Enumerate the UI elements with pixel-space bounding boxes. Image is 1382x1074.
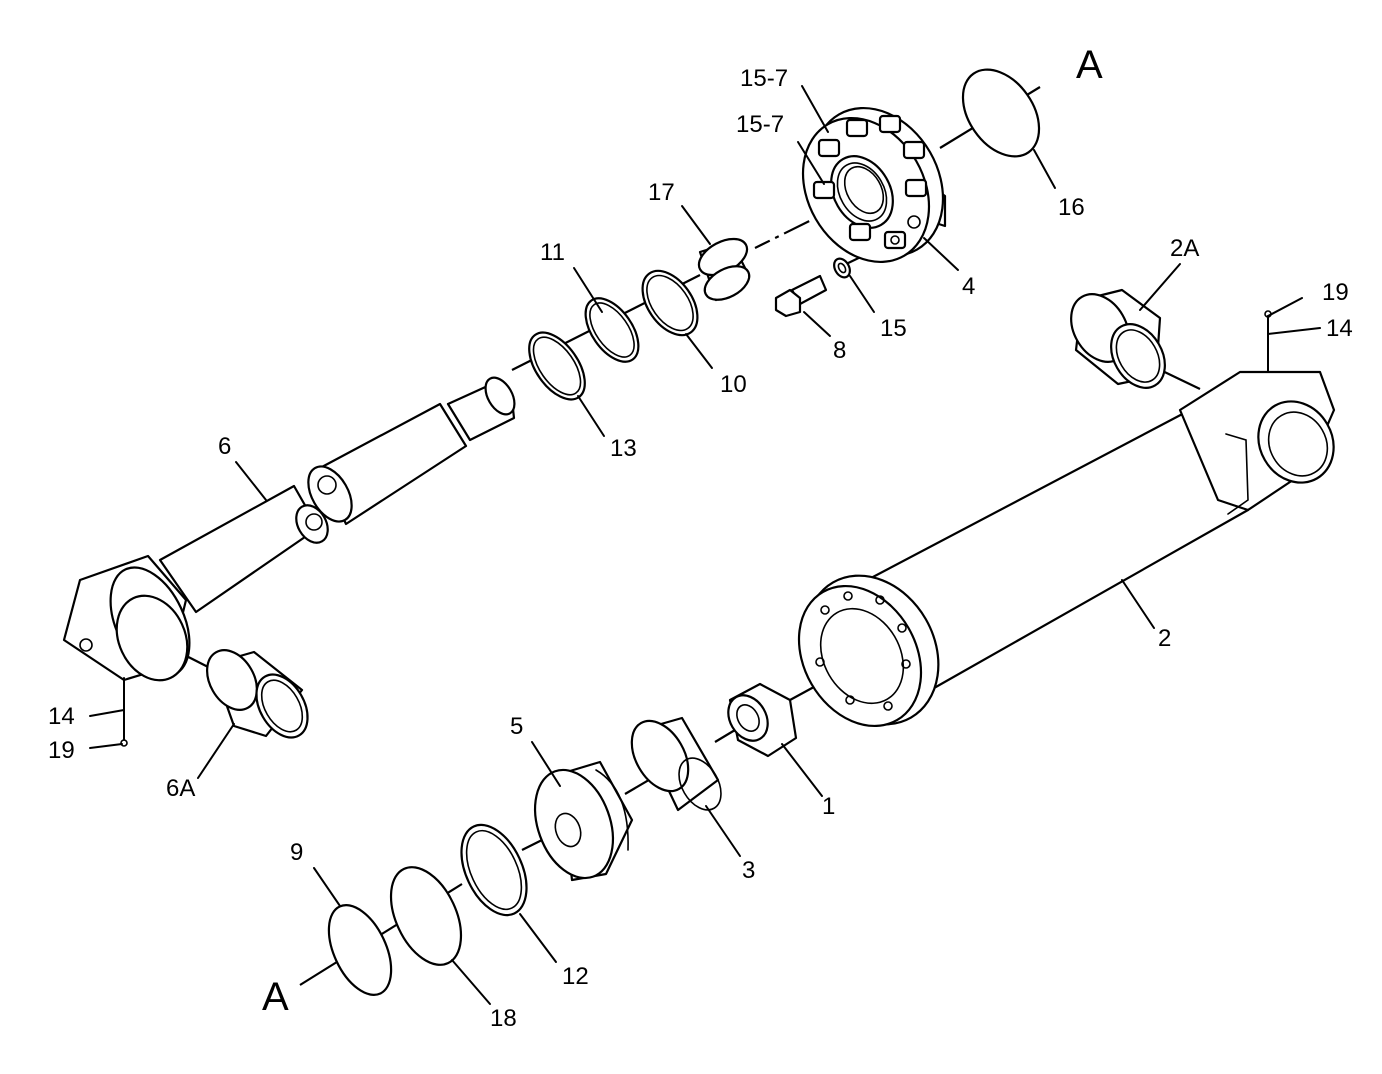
label-19-right: 19 [1322, 279, 1349, 306]
part-12-ring [460, 823, 528, 917]
label-13: 13 [610, 435, 637, 462]
callout-labels: 15-7 15-7 A 16 4 17 11 10 13 8 15 6 2A 1… [48, 43, 1353, 1032]
part-18-ring [389, 866, 463, 966]
label-17: 17 [648, 179, 675, 206]
label-15-7-mid: 15-7 [736, 111, 784, 138]
leader-lines [89, 85, 1321, 1005]
label-16: 16 [1058, 194, 1085, 221]
label-10: 10 [720, 371, 747, 398]
label-8: 8 [833, 337, 846, 364]
part-10-ring [641, 269, 699, 337]
label-9: 9 [290, 839, 303, 866]
part-6-piston-rod [62, 376, 516, 682]
part-2A-bushing [1070, 288, 1166, 389]
part-3-ring [630, 716, 722, 812]
part-9-ring [327, 904, 393, 996]
label-2A: 2A [1170, 235, 1199, 262]
label-15-7-top: 15-7 [740, 65, 788, 92]
label-14-left: 14 [48, 703, 75, 730]
label-6: 6 [218, 433, 231, 460]
label-19-left: 19 [48, 737, 75, 764]
label-18: 18 [490, 1005, 517, 1032]
label-3: 3 [742, 857, 755, 884]
label-1: 1 [822, 793, 835, 820]
part-8-bolt [774, 274, 828, 318]
label-14-right: 14 [1326, 315, 1353, 342]
part-1-nut [727, 682, 798, 758]
part-2-cylinder-barrel [797, 370, 1336, 728]
label-5: 5 [510, 713, 523, 740]
part-5-piston [534, 760, 634, 882]
label-2: 2 [1158, 625, 1171, 652]
label-15: 15 [880, 315, 907, 342]
part-13-ring [528, 331, 586, 401]
label-12: 12 [562, 963, 589, 990]
part-6A-bushing [206, 649, 309, 739]
part-4-cylinder-head [801, 106, 947, 264]
part-14-19-fitting-right [1264, 310, 1272, 373]
part-14-19-fitting-left [120, 677, 128, 747]
label-6A: 6A [166, 775, 195, 802]
part-17-sleeve [697, 237, 751, 302]
label-4: 4 [962, 273, 975, 300]
label-break-A-bottom: A [262, 975, 289, 1019]
label-break-A-top: A [1076, 43, 1103, 87]
part-11-ring [584, 297, 640, 363]
part-15-washer [833, 257, 851, 279]
label-11: 11 [540, 239, 565, 266]
part-16-o-ring [961, 68, 1041, 158]
